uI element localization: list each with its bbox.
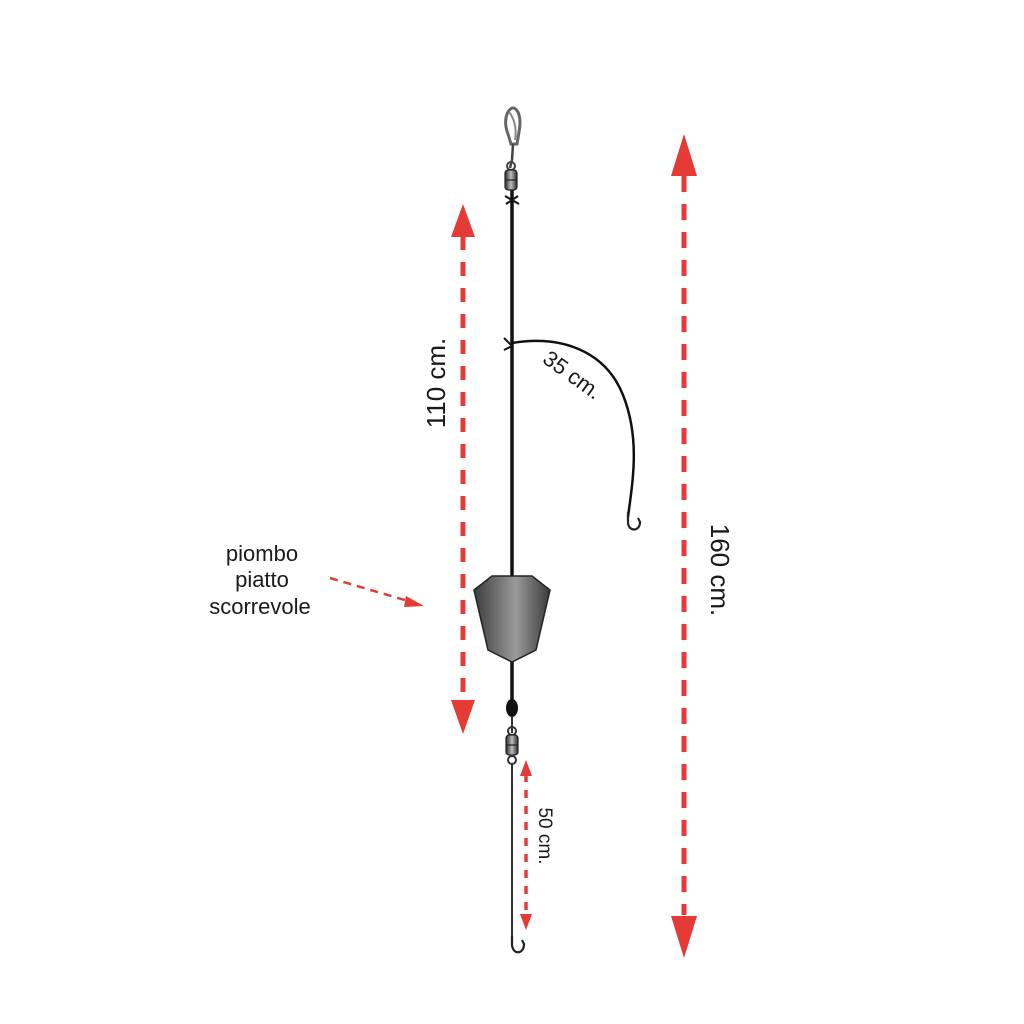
- bead: [506, 699, 518, 717]
- branch-length-label: 35 cm.: [538, 345, 606, 404]
- sinker-label-line3: scorrevole: [209, 594, 310, 619]
- branch-line: [511, 339, 636, 518]
- fishing-hook-icon: [626, 512, 642, 531]
- total-length-label: 160 cm.: [705, 524, 735, 617]
- sinker-label-line2: piatto: [235, 567, 289, 592]
- bottom-hook-icon: [510, 936, 526, 954]
- sinker-label-line1: piombo: [226, 541, 298, 566]
- snap-swivel-icon: [504, 106, 522, 171]
- main-length-label: 110 cm.: [421, 338, 451, 429]
- bottom-length-dimension: [520, 760, 532, 930]
- lower-barrel-swivel-icon: [505, 717, 519, 765]
- barrel-swivel-icon: [504, 169, 518, 191]
- flat-sliding-sinker-icon: [473, 575, 551, 663]
- sinker-pointer-arrow: [329, 576, 424, 607]
- bottom-length-label: 50 cm.: [534, 807, 555, 864]
- knot: [504, 195, 520, 205]
- main-length-dimension: [451, 204, 475, 734]
- total-length-dimension: [671, 134, 697, 958]
- branch-knot: [503, 337, 514, 351]
